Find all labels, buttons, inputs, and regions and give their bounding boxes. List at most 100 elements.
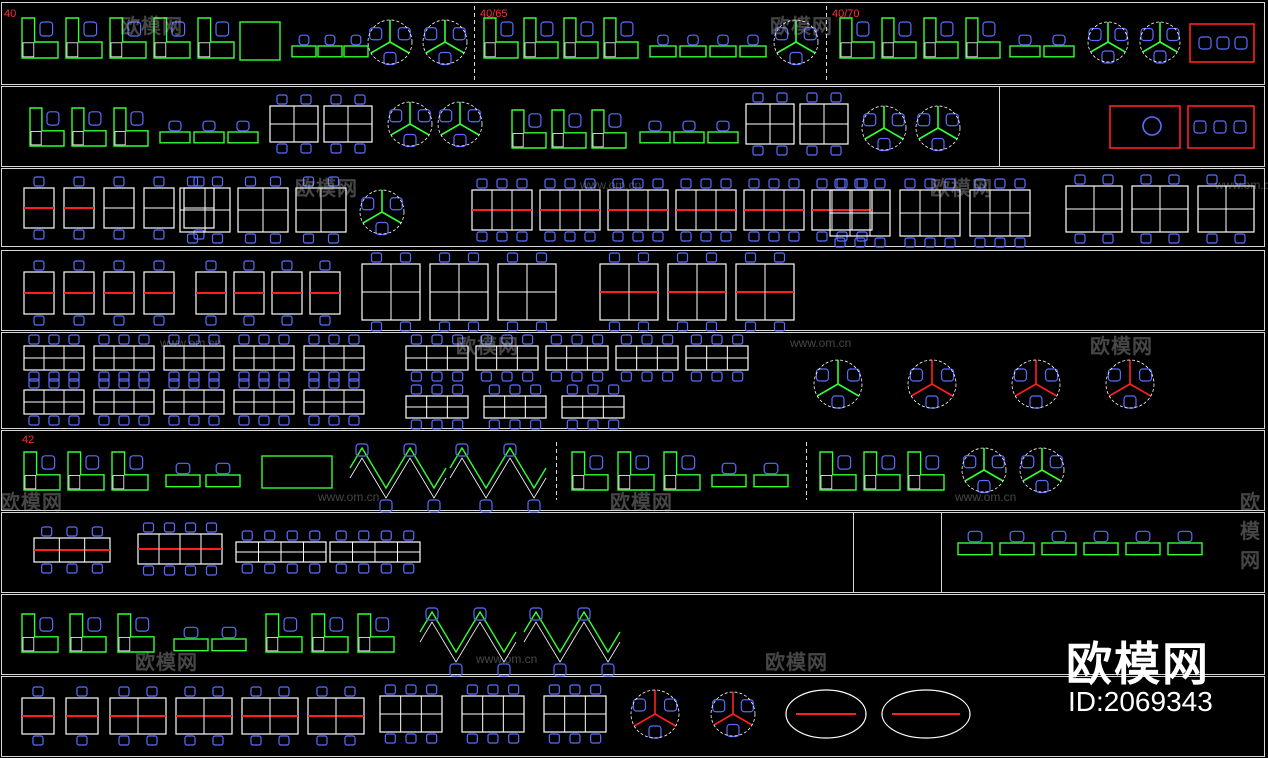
chair (68, 415, 80, 426)
chair (175, 462, 191, 475)
chair (33, 315, 45, 326)
chair (264, 563, 276, 574)
chair (553, 663, 567, 677)
desk-outline (343, 45, 369, 58)
desk-outline (265, 613, 303, 653)
chair (85, 455, 100, 470)
chair (657, 34, 669, 46)
band3-block-2 (899, 178, 961, 248)
desk-outline (205, 474, 241, 488)
chair (508, 684, 520, 695)
band1-l-desk-5 (197, 17, 235, 59)
outline (813, 359, 863, 409)
chair (522, 334, 534, 345)
chair (530, 419, 542, 430)
chair (208, 334, 220, 345)
chair (632, 231, 644, 242)
chair (138, 334, 150, 345)
desk-outline (881, 17, 917, 59)
chair (39, 21, 54, 37)
band7-single-desk-6 (1167, 530, 1203, 556)
furniture-blocks (21, 17, 1255, 746)
chair (308, 334, 320, 345)
chair (389, 197, 403, 211)
chair (66, 526, 78, 537)
band1-l-desk-b2 (523, 17, 559, 59)
band3-cross-3 (295, 176, 347, 244)
chair (397, 27, 411, 41)
watermark-url-5: www.om.cn (318, 490, 380, 504)
chair (580, 21, 594, 37)
band2-single-desk-b3 (707, 120, 739, 144)
band2-star-3 (861, 105, 907, 152)
chair (276, 143, 288, 154)
band8-l-desk-1 (21, 613, 59, 653)
desk-outline (571, 451, 609, 491)
chair (516, 231, 528, 242)
chair (370, 252, 383, 263)
chair (258, 378, 270, 389)
chair (925, 395, 939, 409)
chair (1123, 395, 1137, 409)
desk-outline (117, 613, 155, 653)
band6-single-desk-b1 (711, 462, 747, 488)
chair (803, 27, 817, 41)
watermark-5: 欧模网 (456, 334, 519, 358)
drawer (820, 475, 833, 490)
chair (98, 378, 110, 389)
watermark-3: 欧模网 (295, 176, 358, 200)
chair (300, 143, 312, 154)
chair (815, 368, 830, 382)
chair (571, 371, 583, 382)
chair (601, 663, 615, 677)
arm (1142, 41, 1161, 53)
chair (1138, 368, 1153, 382)
band9-cross-3 (543, 684, 607, 744)
band6-l-desk-c1 (819, 451, 857, 491)
drawer (312, 637, 325, 652)
chair (1206, 174, 1218, 185)
watermark-url-6: www.om.cn (955, 490, 1017, 504)
band8-l-desk-2 (69, 613, 107, 653)
band2-cluster-2 (323, 94, 373, 154)
band4-block-3 (497, 252, 557, 332)
chair (68, 371, 80, 382)
chair (535, 252, 548, 263)
chair (548, 733, 560, 744)
chair (405, 684, 417, 695)
chair (496, 231, 508, 242)
chair (410, 371, 422, 382)
chair (319, 315, 331, 326)
chair (87, 617, 102, 632)
chair (816, 178, 828, 189)
chair (113, 229, 125, 240)
desk-outline (193, 131, 225, 144)
band2-cluster-4 (799, 92, 849, 156)
band3-quad-1 (1065, 174, 1123, 244)
band3-pair-4 (143, 176, 175, 240)
outline (1087, 21, 1129, 63)
chair (608, 252, 621, 263)
chair (202, 120, 216, 132)
band9-bench-4 (307, 686, 365, 746)
chair (925, 455, 940, 470)
chair (188, 334, 200, 345)
chair (350, 34, 362, 46)
outline (861, 105, 907, 151)
chair (335, 530, 347, 541)
chair (506, 252, 519, 263)
chair (236, 120, 250, 132)
desk-outline (21, 613, 59, 653)
chair (1101, 50, 1115, 64)
chair (410, 419, 422, 430)
drawer (552, 133, 564, 148)
chair (1102, 174, 1114, 185)
chair (129, 455, 144, 470)
chair (1093, 530, 1109, 543)
chair (584, 231, 596, 242)
chair (503, 443, 517, 457)
band5-bench-mid-4 (615, 334, 679, 382)
chair (571, 334, 583, 345)
chair (763, 462, 779, 475)
chair (837, 455, 852, 470)
